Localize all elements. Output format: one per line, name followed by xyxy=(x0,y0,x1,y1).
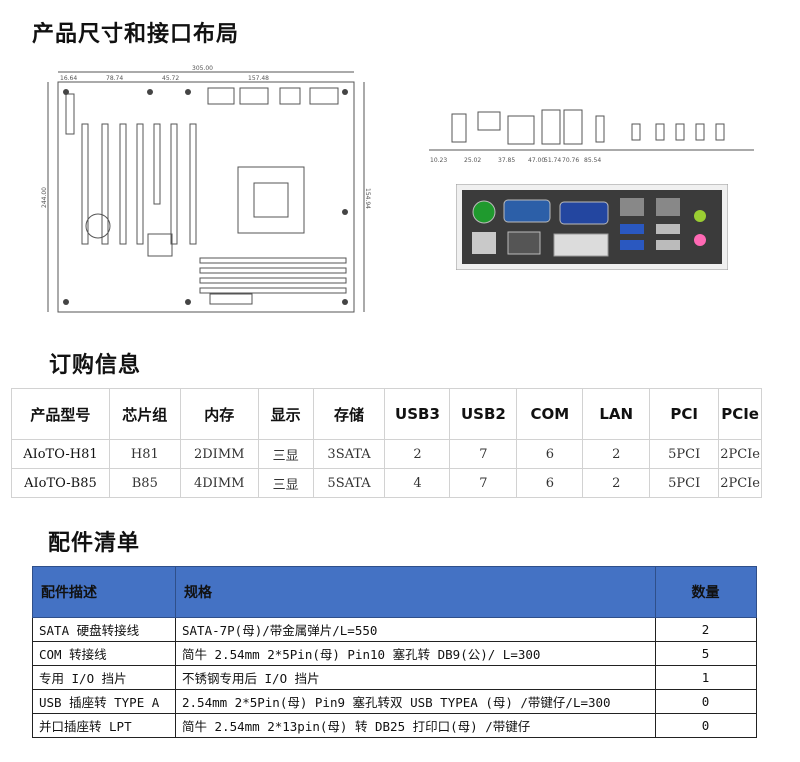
cell-pcie: 2PCIe xyxy=(718,468,762,498)
table-row: AIoTO-H81 H81 2DIMM 三显 3SATA 2 7 6 2 5PC… xyxy=(11,439,762,469)
cell-model: AIoTO-B85 xyxy=(11,468,110,498)
header-pci: PCI xyxy=(649,388,720,440)
accessories-table: 配件描述 规格 数量 SATA 硬盘转接线 SATA-7P(母)/带金属弹片/L… xyxy=(32,566,757,738)
dim-label: 157.48 xyxy=(248,75,269,82)
cell-description: USB 插座转 TYPE A xyxy=(32,689,176,714)
io-dim-label: 47.00 xyxy=(528,157,545,164)
dim-label: 16.64 xyxy=(60,75,77,82)
io-dim-label: 37.85 xyxy=(498,157,515,164)
cell-com: 6 xyxy=(516,439,584,469)
cell-quantity: 2 xyxy=(655,617,757,642)
cell-description: COM 转接线 xyxy=(32,641,176,666)
cell-spec: 不锈钢专用后 I/O 挡片 xyxy=(175,665,656,690)
cell-usb3: 4 xyxy=(384,468,451,498)
table-row: COM 转接线 简牛 2.54mm 2*5Pin(母) Pin10 塞孔转 DB… xyxy=(32,641,757,666)
table-row: 专用 I/O 挡片 不锈钢专用后 I/O 挡片 1 xyxy=(32,665,757,690)
dim-label: 154.94 xyxy=(364,188,371,209)
cell-lan: 2 xyxy=(582,468,651,498)
cell-memory: 4DIMM xyxy=(179,468,259,498)
cell-storage: 5SATA xyxy=(312,468,386,498)
ordering-header-row: 产品型号 芯片组 内存 显示 存储 USB3 USB2 COM LAN PCI … xyxy=(11,388,762,440)
cell-lan: 2 xyxy=(582,439,651,469)
cell-quantity: 0 xyxy=(655,713,757,738)
cell-model: AIoTO-H81 xyxy=(11,439,110,469)
cell-description: SATA 硬盘转接线 xyxy=(32,617,176,642)
cell-display: 三显 xyxy=(257,468,314,498)
header-description: 配件描述 xyxy=(32,566,176,618)
accessories-header-row: 配件描述 规格 数量 xyxy=(32,566,757,618)
cell-com: 6 xyxy=(516,468,584,498)
table-row: AIoTO-B85 B85 4DIMM 三显 5SATA 4 7 6 2 5PC… xyxy=(11,468,762,498)
io-dim-label: 85.54 xyxy=(584,157,601,164)
cell-description: 专用 I/O 挡片 xyxy=(32,665,176,690)
io-dim-label: 51.74 xyxy=(544,157,561,164)
header-display: 显示 xyxy=(257,388,314,440)
cell-chipset: B85 xyxy=(108,468,181,498)
cell-spec: 简牛 2.54mm 2*13pin(母) 转 DB25 打印口(母) /带键仔 xyxy=(175,713,656,738)
header-chipset: 芯片组 xyxy=(108,388,181,440)
cell-pcie: 2PCIe xyxy=(718,439,762,469)
cell-pci: 5PCI xyxy=(649,468,720,498)
header-lan: LAN xyxy=(582,388,651,440)
cell-usb2: 7 xyxy=(449,468,518,498)
header-pcie: PCIe xyxy=(718,388,762,440)
cell-spec: SATA-7P(母)/带金属弹片/L=550 xyxy=(175,617,656,642)
cell-pci: 5PCI xyxy=(649,439,720,469)
board-dimension-drawing: 305.00 16.64 78.74 45.72 157.48 244.00 1… xyxy=(41,65,371,313)
cell-quantity: 5 xyxy=(655,641,757,666)
cell-chipset: H81 xyxy=(108,439,181,469)
header-model: 产品型号 xyxy=(11,388,110,440)
header-usb2: USB2 xyxy=(449,388,518,440)
ordering-section-title: 订购信息 xyxy=(49,353,142,378)
io-dim-label: 25.02 xyxy=(464,157,481,164)
cell-quantity: 1 xyxy=(655,665,757,690)
header-spec: 规格 xyxy=(175,566,656,618)
ordering-table: 产品型号 芯片组 内存 显示 存储 USB3 USB2 COM LAN PCI … xyxy=(11,388,762,498)
io-panel-dimension-drawing: 10.23 25.02 37.85 47.00 51.74 70.76 85.5… xyxy=(429,109,754,164)
cell-storage: 3SATA xyxy=(312,439,386,469)
layout-section-title: 产品尺寸和接口布局 xyxy=(32,22,240,47)
io-dim-label: 70.76 xyxy=(562,157,579,164)
table-row: USB 插座转 TYPE A 2.54mm 2*5Pin(母) Pin9 塞孔转… xyxy=(32,689,757,714)
header-usb3: USB3 xyxy=(384,388,451,440)
cell-description: 并口插座转 LPT xyxy=(32,713,176,738)
header-memory: 内存 xyxy=(179,388,259,440)
dim-height-label: 244.00 xyxy=(41,187,48,208)
dim-label: 78.74 xyxy=(106,75,123,82)
table-row: SATA 硬盘转接线 SATA-7P(母)/带金属弹片/L=550 2 xyxy=(32,617,757,642)
accessories-section-title: 配件清单 xyxy=(48,531,141,556)
cell-usb3: 2 xyxy=(384,439,451,469)
header-storage: 存储 xyxy=(312,388,386,440)
dim-label: 45.72 xyxy=(162,75,179,82)
header-quantity: 数量 xyxy=(655,566,757,618)
cell-memory: 2DIMM xyxy=(179,439,259,469)
cell-spec: 2.54mm 2*5Pin(母) Pin9 塞孔转双 USB TYPEA (母)… xyxy=(175,689,656,714)
cell-spec: 简牛 2.54mm 2*5Pin(母) Pin10 塞孔转 DB9(公)/ L=… xyxy=(175,641,656,666)
table-row: 并口插座转 LPT 简牛 2.54mm 2*13pin(母) 转 DB25 打印… xyxy=(32,713,757,738)
cell-quantity: 0 xyxy=(655,689,757,714)
dim-width-label: 305.00 xyxy=(192,65,213,72)
cell-display: 三显 xyxy=(257,439,314,469)
io-dim-label: 10.23 xyxy=(430,157,447,164)
io-panel-photo xyxy=(456,184,728,270)
cell-usb2: 7 xyxy=(449,439,518,469)
header-com: COM xyxy=(516,388,584,440)
